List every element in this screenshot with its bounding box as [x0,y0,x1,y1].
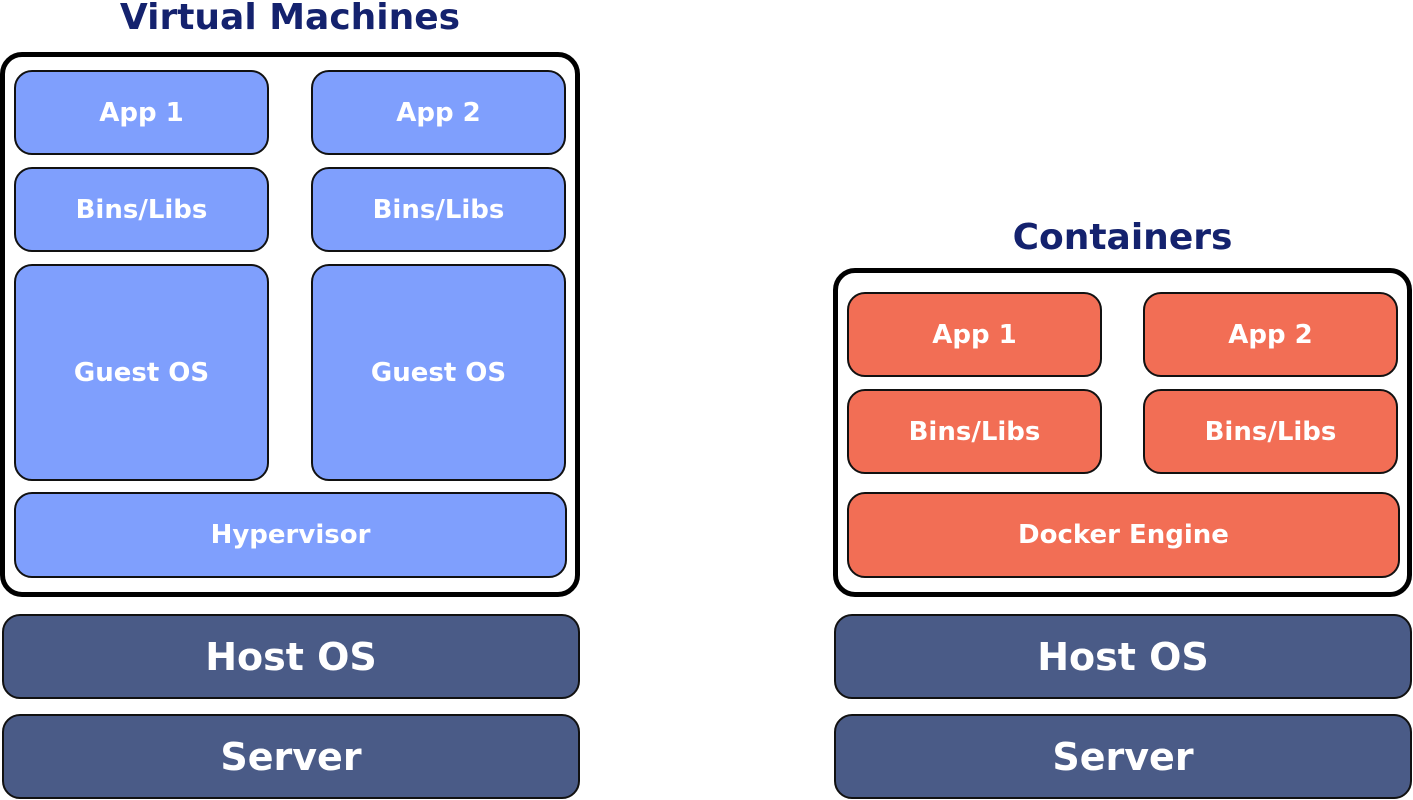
containers-title: Containers [1012,217,1233,258]
container-app-2: App 2 [1143,292,1398,377]
vm-bins-libs-1: Bins/Libs [14,167,269,252]
vm-app-1: App 1 [14,70,269,155]
container-app-1: App 1 [847,292,1102,377]
vm-title: Virtual Machines [119,0,461,38]
containers-host-os: Host OS [834,614,1412,699]
vm-guest-os-2: Guest OS [311,264,566,481]
vm-bins-libs-2: Bins/Libs [311,167,566,252]
vm-guest-os-1: Guest OS [14,264,269,481]
vm-host-os: Host OS [2,614,580,699]
vm-hypervisor: Hypervisor [14,492,567,578]
docker-engine: Docker Engine [847,492,1400,578]
vm-app-2: App 2 [311,70,566,155]
container-bins-libs-2: Bins/Libs [1143,389,1398,474]
container-bins-libs-1: Bins/Libs [847,389,1102,474]
containers-server: Server [834,714,1412,799]
vm-server: Server [2,714,580,799]
